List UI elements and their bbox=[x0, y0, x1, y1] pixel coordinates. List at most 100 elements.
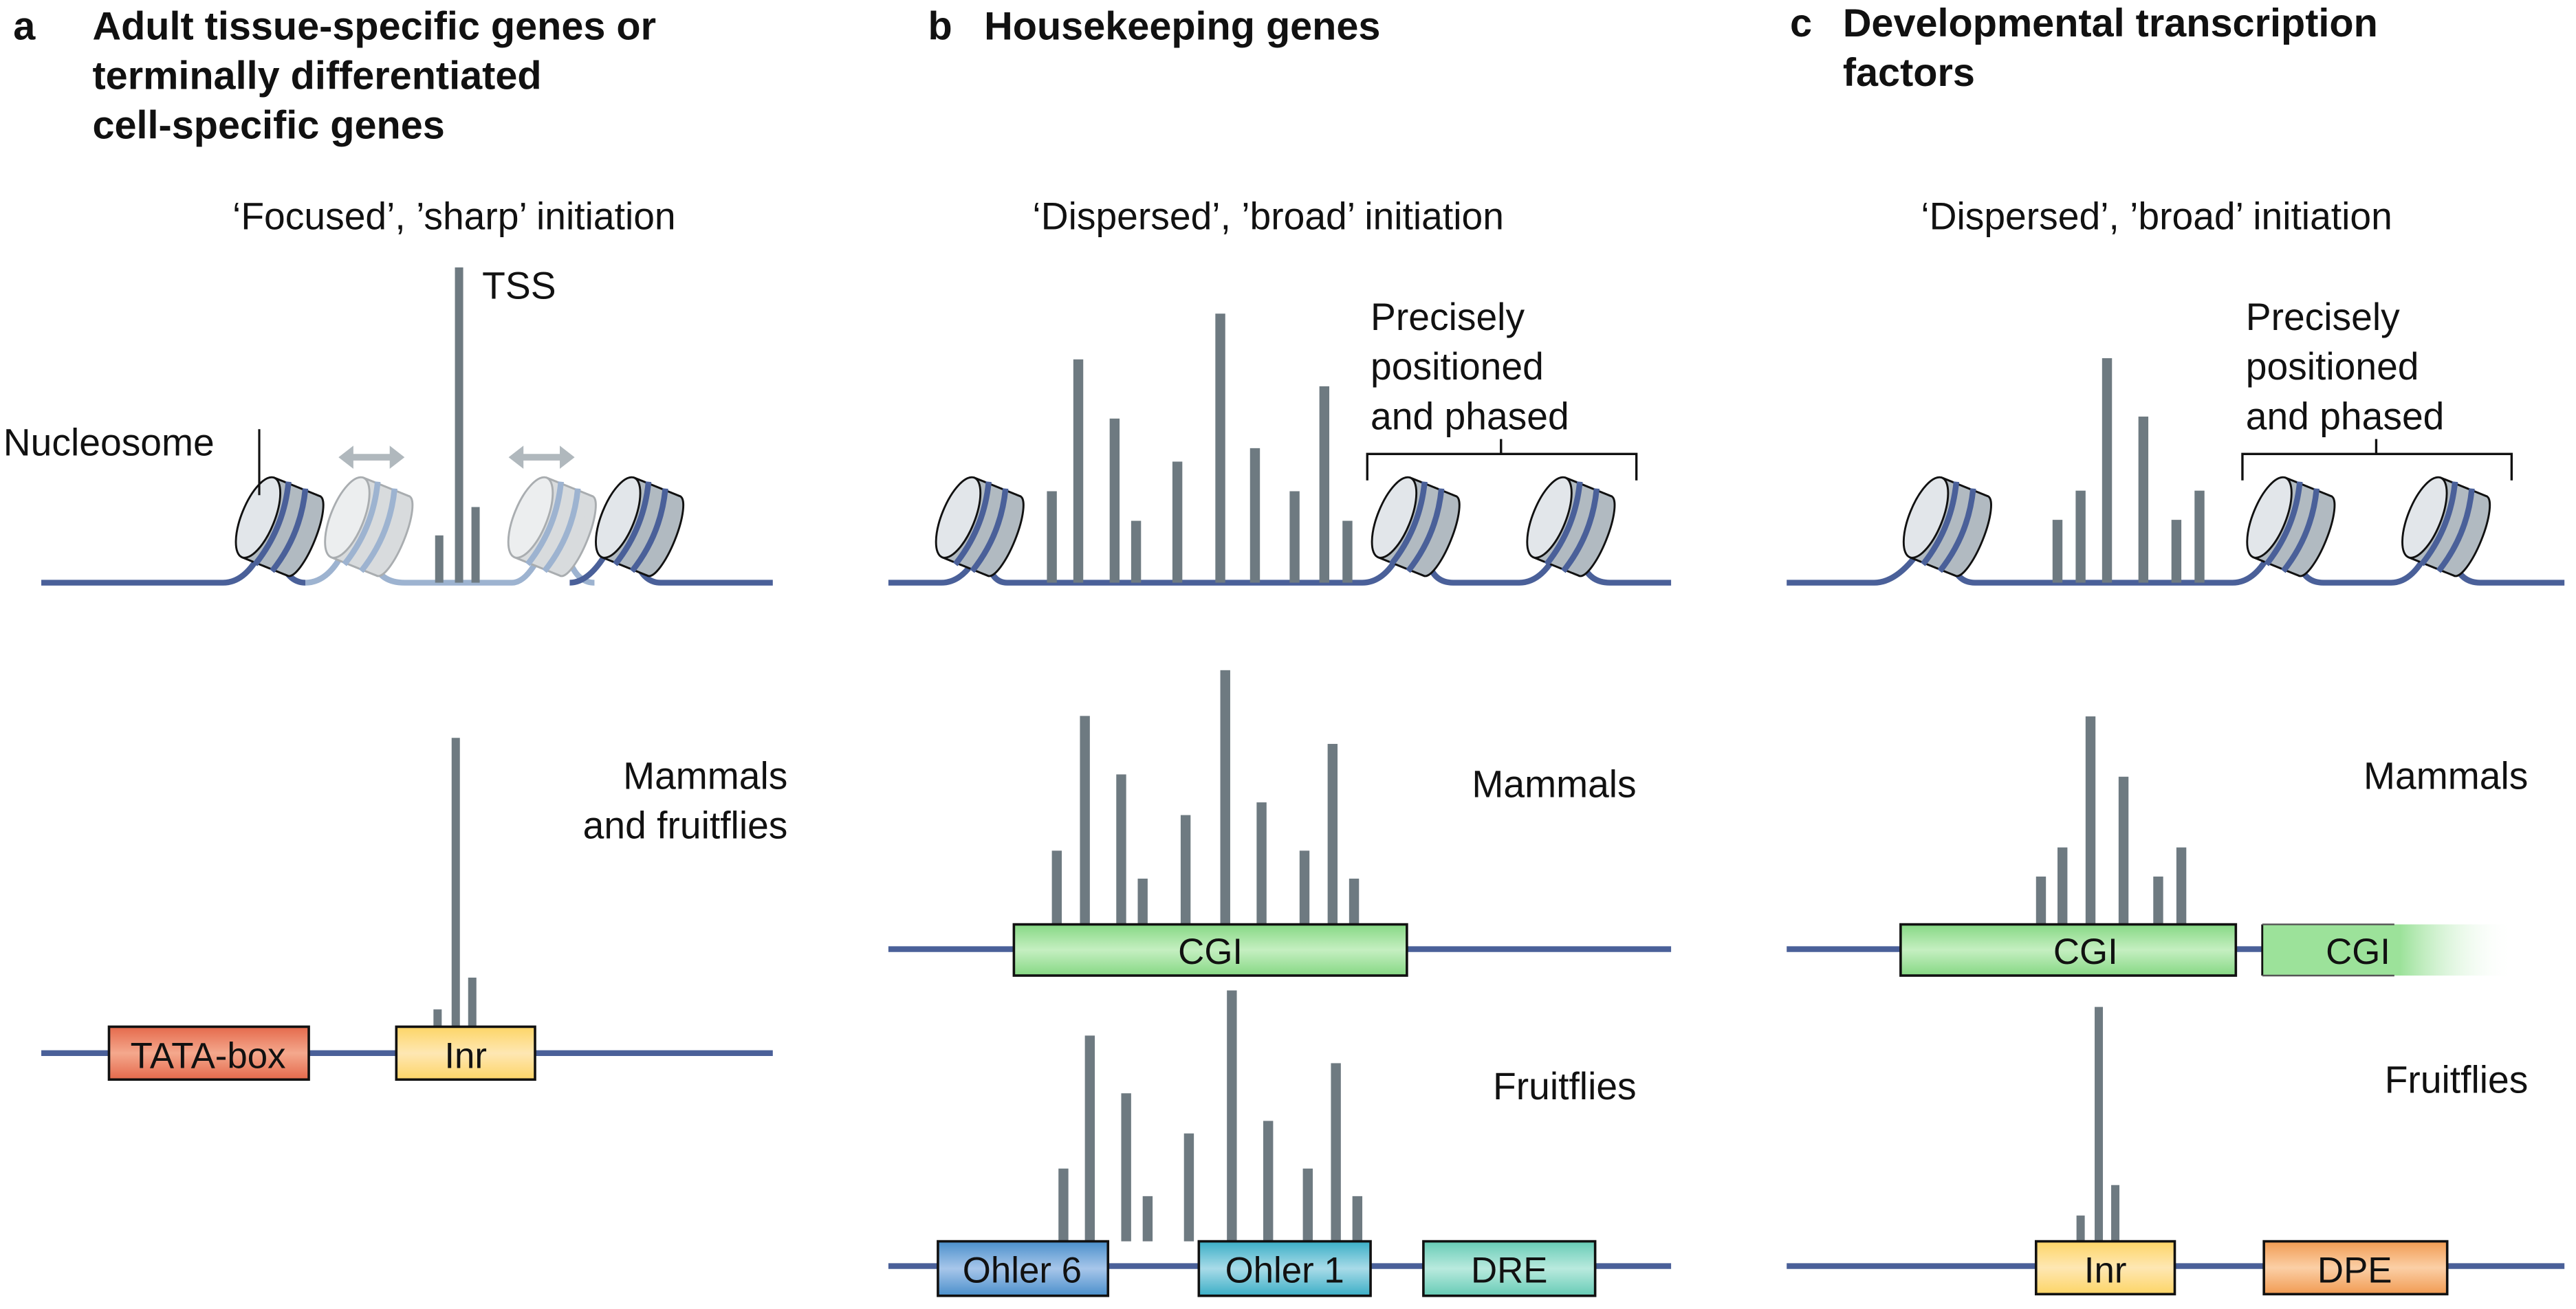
nucleosome-icon bbox=[2238, 470, 2343, 582]
cgi-label: CGI bbox=[2053, 932, 2118, 972]
tss-signal-bar bbox=[2118, 776, 2129, 925]
tss-signal-bar bbox=[1319, 386, 1330, 583]
tss-signal-bar bbox=[1047, 491, 1057, 583]
phased-label-line-1: Precisely bbox=[2246, 296, 2400, 338]
tss-signal-bar bbox=[2176, 847, 2187, 925]
panel-c-title-line-1: Developmental transcription bbox=[1843, 1, 2378, 45]
panel-b: b Housekeeping genes ‘Dispersed’, ’broad… bbox=[888, 5, 1672, 1297]
panel-a-organism-line-1: Mammals bbox=[623, 755, 787, 798]
panel-b-dna-top bbox=[888, 543, 1672, 586]
panel-a-organism-line-2: and fruitflies bbox=[583, 804, 788, 847]
cgi-element: CGI bbox=[1012, 923, 1408, 977]
panel-c-top-tss-bars bbox=[2052, 358, 2205, 583]
tss-signal-bar bbox=[435, 535, 444, 583]
tss-signal-bar bbox=[1220, 670, 1230, 925]
tss-signal-bar bbox=[1327, 744, 1338, 925]
panel-c-initiation-label: ‘Dispersed’, ’broad’ initiation bbox=[1921, 195, 2392, 238]
tss-signal-bar bbox=[2057, 847, 2068, 925]
dpe-label: DPE bbox=[2317, 1251, 2392, 1291]
inr-label: Inr bbox=[444, 1035, 487, 1076]
panel-b-fruitflies-label: Fruitflies bbox=[1493, 1065, 1637, 1108]
ohler1-element: Ohler 1 bbox=[1197, 1240, 1372, 1297]
tss-signal-bar bbox=[1299, 850, 1310, 925]
tss-signal-bar bbox=[1349, 879, 1360, 925]
cgi-label: CGI bbox=[1178, 932, 1243, 972]
panel-c-title-line-2: factors bbox=[1843, 51, 1975, 95]
tss-signal-bar bbox=[2194, 490, 2205, 583]
nucleosome-icon bbox=[1518, 470, 1623, 582]
tss-signal-bar bbox=[451, 738, 460, 1027]
tss-signal-bar bbox=[1080, 716, 1090, 925]
panel-a: a Adult tissue-specific genes or termina… bbox=[3, 5, 788, 1081]
tss-signal-bar bbox=[2075, 490, 2086, 583]
tss-signal-bar bbox=[2138, 416, 2149, 583]
cgi-label: CGI bbox=[2326, 932, 2390, 972]
panel-c-letter: c bbox=[1790, 1, 1812, 45]
tss-signal-bar bbox=[1137, 879, 1148, 925]
tss-signal-bar bbox=[1249, 448, 1260, 583]
double-arrow-icon bbox=[338, 446, 405, 469]
ohler6-element: Ohler 6 bbox=[937, 1240, 1110, 1297]
tss-signal-bar bbox=[2052, 520, 2063, 583]
phased-bracket bbox=[1366, 439, 1638, 481]
panel-c-dna-top bbox=[1787, 543, 2565, 586]
tss-signal-bar bbox=[1263, 1121, 1274, 1242]
nucleosome-faded-icon bbox=[499, 470, 604, 582]
tss-signal-bar bbox=[2076, 1216, 2085, 1242]
inr-element: Inr bbox=[395, 1025, 536, 1081]
panel-b-letter: b bbox=[928, 5, 952, 49]
panel-b-initiation-label: ‘Dispersed’, ’broad’ initiation bbox=[1032, 195, 1504, 238]
tss-signal-bar bbox=[1142, 1196, 1153, 1242]
tss-signal-bar bbox=[1084, 1035, 1095, 1242]
tss-signal-bar bbox=[1109, 418, 1120, 583]
tss-signal-bar bbox=[1342, 520, 1353, 583]
tss-signal-bar bbox=[1051, 850, 1062, 925]
panel-b-fruitflies-tss-bars bbox=[1058, 990, 1363, 1242]
tss-signal-bar bbox=[1227, 990, 1237, 1242]
cgi-element: CGI bbox=[1899, 923, 2238, 977]
phased-bracket bbox=[2241, 439, 2513, 481]
dre-label: DRE bbox=[1471, 1251, 1548, 1291]
tss-signal-bar bbox=[1131, 520, 1142, 583]
tss-signal-bar bbox=[1073, 359, 1084, 583]
tss-signal-bar bbox=[433, 1009, 442, 1027]
dre-element: DRE bbox=[1422, 1240, 1597, 1297]
panel-a-top-tss-bars bbox=[435, 267, 480, 583]
panel-b-title-line-1: Housekeeping genes bbox=[984, 5, 1380, 49]
panel-a-initiation-label: ‘Focused’, ’sharp’ initiation bbox=[232, 195, 676, 238]
phased-label-line-3: and phased bbox=[2246, 395, 2445, 437]
panel-b-top-tss-bars bbox=[1047, 314, 1353, 583]
phased-label-line-2: positioned bbox=[1371, 345, 1544, 388]
phased-label-line-1: Precisely bbox=[1371, 296, 1525, 338]
phased-label-line-2: positioned bbox=[2246, 345, 2419, 388]
ohler1-label: Ohler 1 bbox=[1225, 1251, 1344, 1291]
phased-label-line-3: and phased bbox=[1371, 395, 1569, 437]
tss-signal-bar bbox=[2171, 520, 2182, 583]
panel-a-bottom-tss-bars bbox=[433, 738, 477, 1027]
tss-signal-bar bbox=[2095, 1006, 2104, 1242]
ohler6-label: Ohler 6 bbox=[963, 1251, 1082, 1291]
panel-b-mammals-tss-bars bbox=[1051, 670, 1360, 925]
tss-signal-bar bbox=[1331, 1063, 1341, 1242]
tss-signal-bar bbox=[455, 267, 463, 583]
tss-signal-bar bbox=[1289, 491, 1300, 583]
panel-c-mammals-tss-bars bbox=[2035, 716, 2187, 925]
tata-box-element: TATA-box bbox=[107, 1025, 310, 1081]
panel-c-fruitflies-label: Fruitflies bbox=[2385, 1058, 2529, 1101]
nucleosome-icon bbox=[1362, 470, 1467, 582]
tss-signal-bar bbox=[1302, 1168, 1313, 1242]
inr-label: Inr bbox=[2084, 1251, 2127, 1291]
tata-box-label: TATA-box bbox=[131, 1035, 286, 1076]
tss-signal-bar bbox=[1116, 774, 1126, 925]
tss-signal-bar bbox=[2111, 1185, 2120, 1242]
nucleosome-icon bbox=[926, 470, 1032, 582]
panel-c-mammals-label: Mammals bbox=[2364, 755, 2528, 798]
nucleosome-icon bbox=[2392, 470, 2498, 582]
tss-signal-bar bbox=[471, 507, 480, 583]
tss-signal-bar bbox=[2153, 876, 2163, 925]
tss-signal-bar bbox=[2102, 358, 2113, 583]
panel-a-title-line-1: Adult tissue-specific genes or bbox=[92, 5, 656, 49]
tss-signal-bar bbox=[2035, 876, 2046, 925]
tss-signal-bar bbox=[1172, 461, 1183, 583]
